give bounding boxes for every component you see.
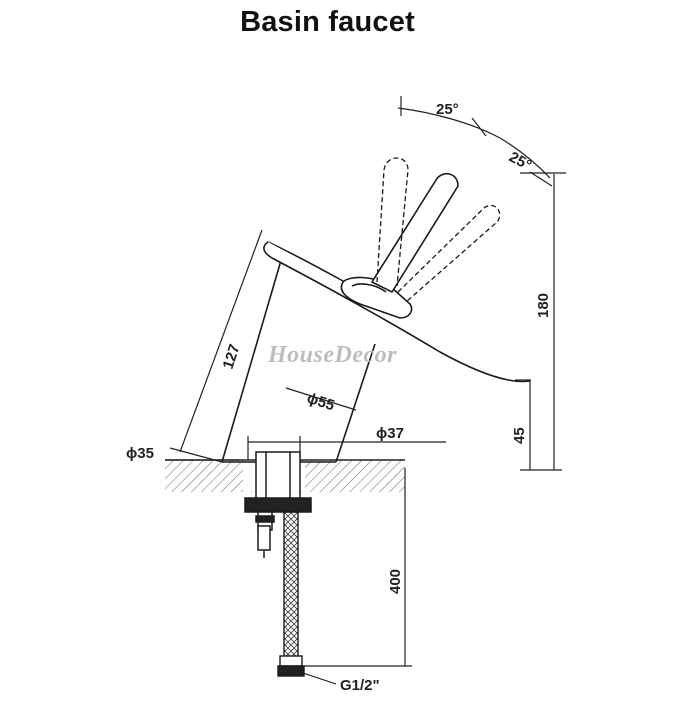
spout-diameter-dimension <box>285 387 357 411</box>
lever-handle-left-position <box>376 157 409 287</box>
mounting-shank <box>244 451 312 558</box>
angle-left-label: 25° <box>436 101 459 118</box>
hose-length-dimension <box>304 468 412 667</box>
lever-handle <box>370 173 459 294</box>
handle-cap <box>340 276 413 319</box>
angle-dimension <box>397 96 566 187</box>
spout-diameter-label: ϕ55 <box>305 390 337 415</box>
hose-length-label: 400 <box>387 569 404 594</box>
spout-length-dimension <box>169 229 263 463</box>
height-label: 180 <box>535 293 552 318</box>
braided-hose <box>277 511 337 685</box>
spout-height-label: 45 <box>511 427 528 444</box>
height-dimension <box>515 174 562 471</box>
spout-length-label: 127 <box>220 342 244 371</box>
lever-handle-right-position <box>397 204 501 303</box>
diagram-title: Basin faucet <box>240 6 415 38</box>
base-diameter-label: ϕ35 <box>126 445 154 462</box>
watermark-logo: HouseDecor <box>267 342 397 368</box>
connector-label: G1/2" <box>340 677 380 694</box>
body-diameter-label: ϕ37 <box>376 425 404 442</box>
angle-right-label: 25° <box>506 149 534 175</box>
